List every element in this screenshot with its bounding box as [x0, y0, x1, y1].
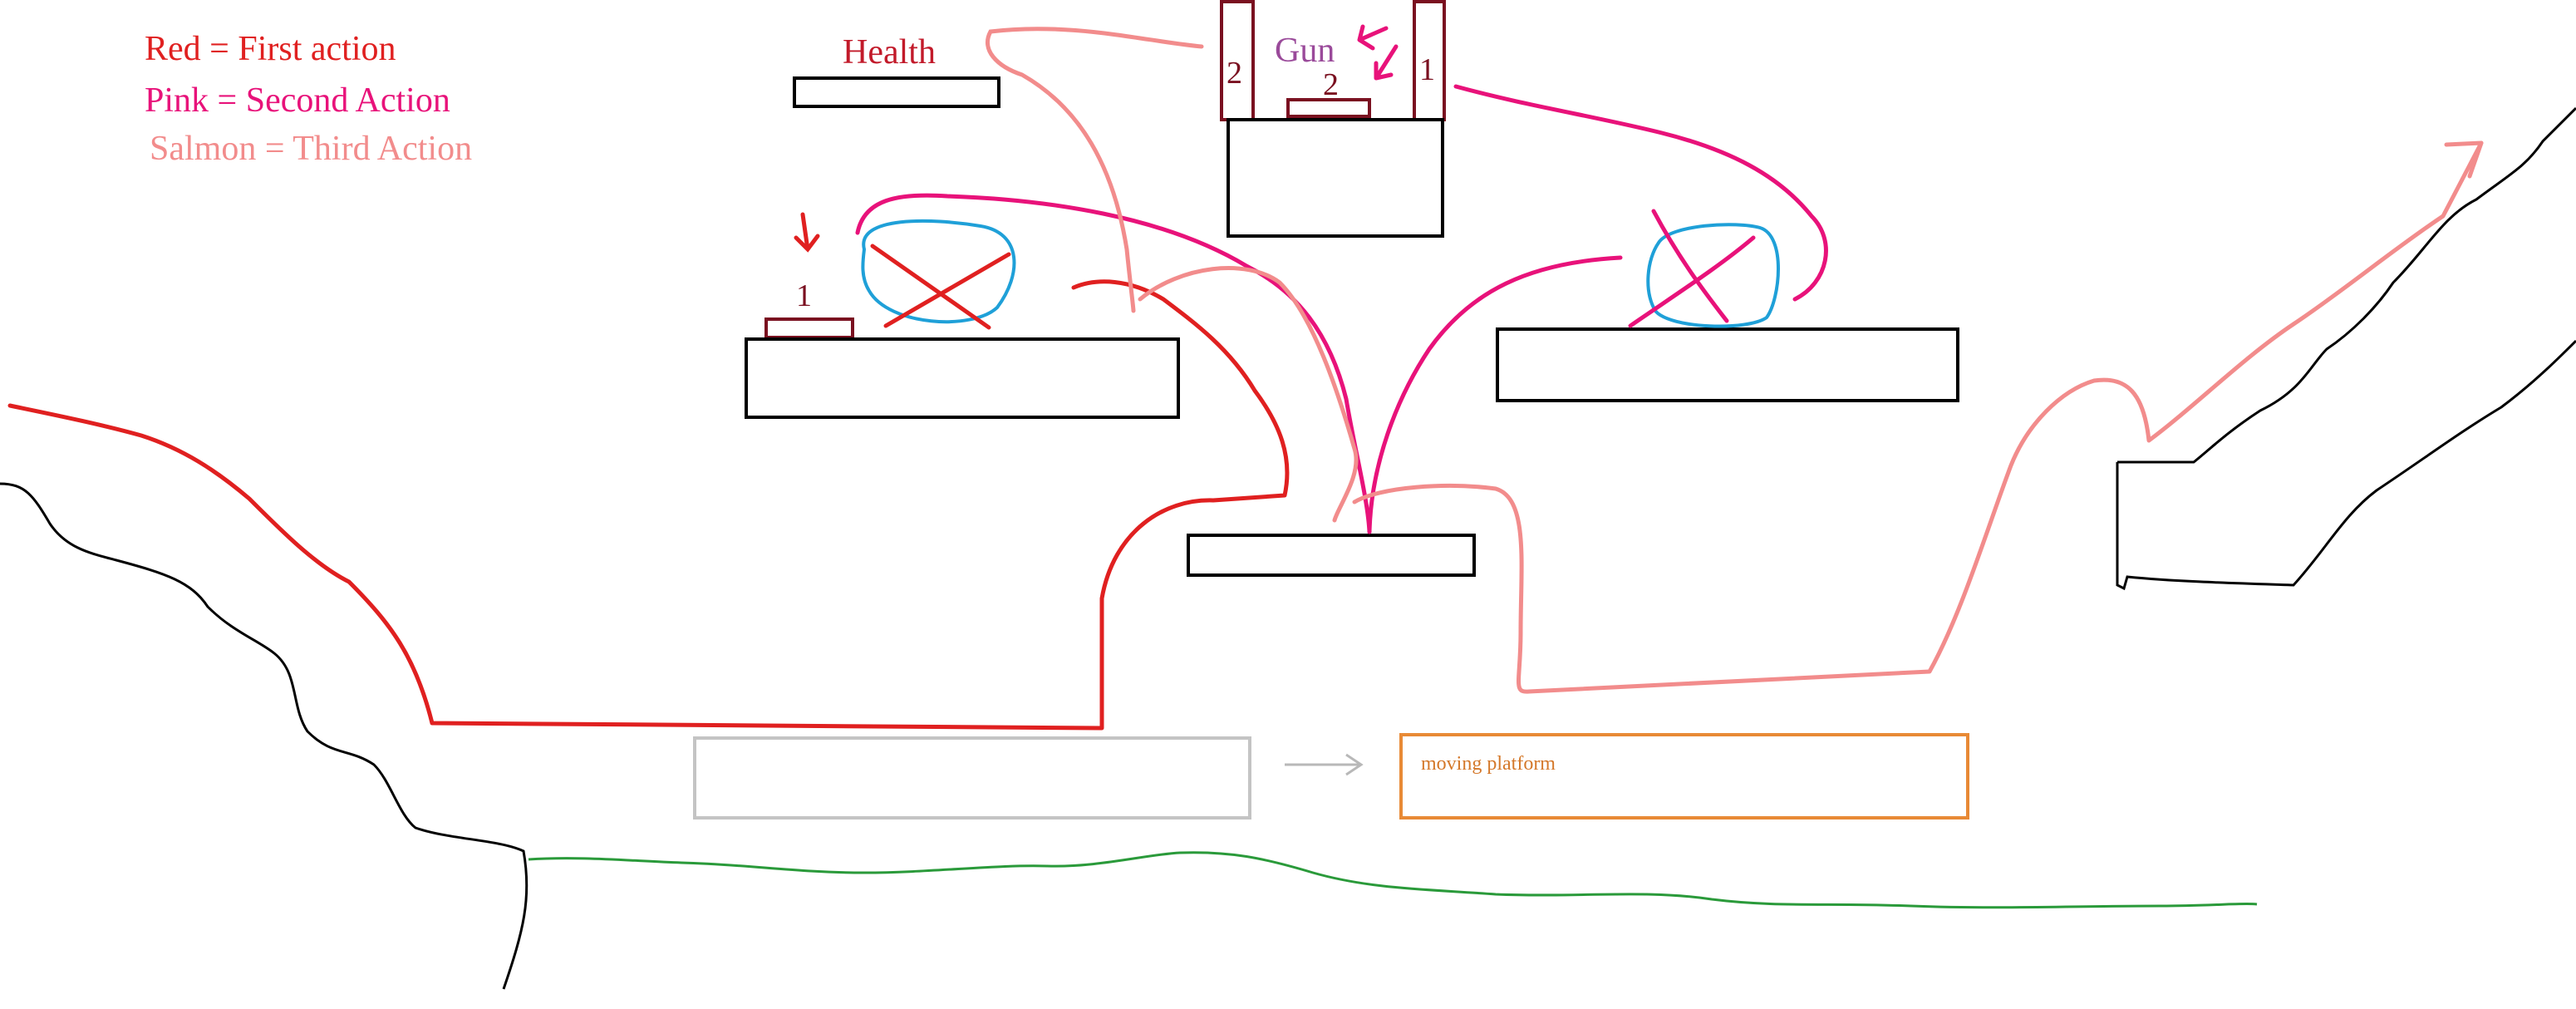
right-arrow-icon — [1285, 753, 1364, 776]
pickup-1 — [764, 317, 854, 339]
gun-slot-right-number: 1 — [1419, 52, 1435, 87]
gun-hud: 2 1 Gun 2 — [1220, 0, 1446, 238]
moving-platform — [1399, 733, 1969, 820]
legend: Red = First action Pink = Second Action … — [145, 30, 472, 168]
third-action-path-middle — [1138, 266, 1359, 523]
first-action-path — [7, 279, 1290, 731]
third-action-path-top — [985, 27, 1204, 313]
left-platform — [745, 337, 1180, 419]
legend-pink: Pink = Second Action — [145, 81, 450, 120]
moving-platform-start — [693, 736, 1251, 820]
legend-salmon: Salmon = Third Action — [150, 130, 472, 168]
health-label: Health — [843, 33, 936, 71]
gun-slot-left-number: 2 — [1227, 56, 1242, 91]
health-bar — [793, 76, 1000, 108]
right-platform-group — [1496, 209, 1959, 402]
cross-out-icon — [870, 244, 1011, 330]
terrain-right-lower — [2116, 339, 2576, 591]
enemy-left — [861, 219, 1016, 324]
pickup-number: 1 — [796, 278, 812, 313]
gun-pad — [1286, 98, 1371, 118]
terrain-left — [0, 482, 528, 990]
gun-label: Gun — [1275, 32, 1335, 70]
moving-platform-label: moving platform — [1421, 753, 1556, 775]
health-hud: Health — [793, 33, 1000, 108]
second-action-path-left — [855, 193, 1372, 534]
terrain-right-upper — [2117, 106, 2576, 464]
cross-out-icon — [1628, 209, 1756, 328]
gun-pedestal — [1227, 118, 1444, 238]
gun-pad-number: 2 — [1323, 67, 1339, 102]
up-right-arrow-icon — [2444, 140, 2484, 179]
enemy-right — [1646, 223, 1780, 328]
legend-red: Red = First action — [145, 30, 396, 68]
second-action-path-middle — [1367, 255, 1623, 534]
second-action-path-right — [1453, 84, 1828, 302]
down-arrow-icon — [794, 212, 820, 253]
arrow-to-gun-2-icon — [1374, 44, 1399, 81]
right-platform — [1496, 327, 1959, 402]
middle-platform — [1187, 534, 1476, 577]
ground-water-line — [528, 851, 2258, 909]
arrow-to-gun-1-icon — [1357, 24, 1389, 51]
left-platform-group: 1 — [745, 212, 1180, 419]
third-action-path-main — [1352, 140, 2484, 694]
